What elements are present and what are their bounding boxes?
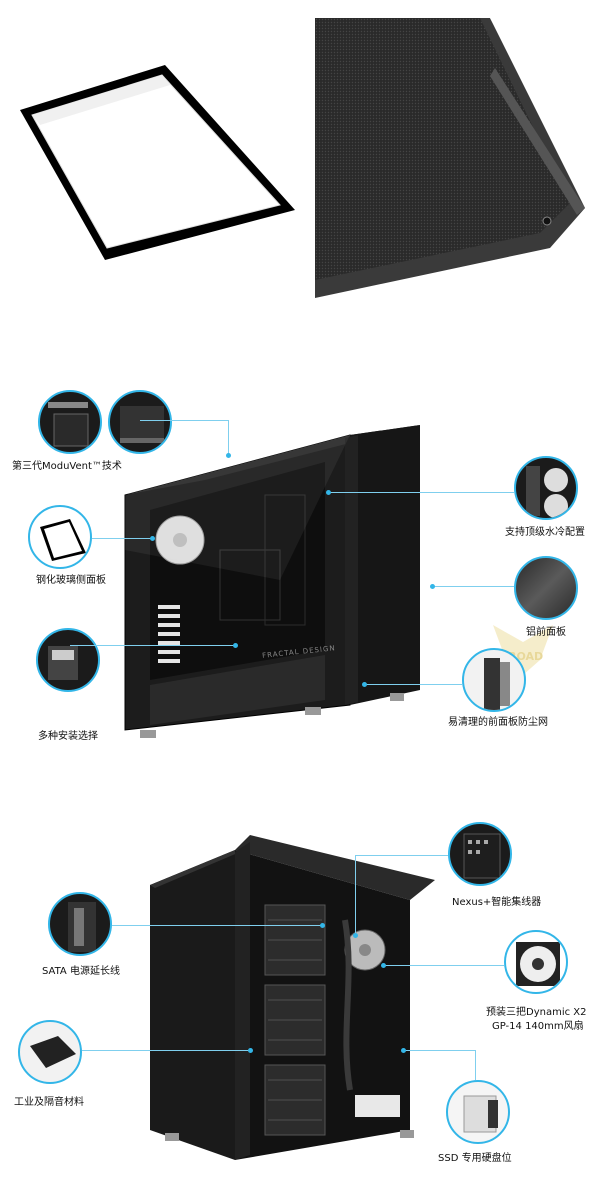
callout-moduvent-image [38, 390, 102, 454]
label-sata: SATA 电源延长线 [42, 966, 120, 977]
leader-dot [401, 1048, 406, 1053]
callout-glass-image [28, 505, 92, 569]
callout-radiator-image [514, 456, 578, 520]
leader-dot [430, 584, 435, 589]
callout-nexus-image [448, 822, 512, 886]
label-mounting: 多种安装选择 [38, 731, 98, 742]
label-ssd: SSD 专用硬盘位 [438, 1153, 512, 1164]
leader-line [355, 855, 356, 935]
label-moduvent: 第三代ModuVent™技术 [12, 461, 122, 472]
leader-dot [353, 933, 358, 938]
leader-dot [320, 923, 325, 928]
leader-dot [226, 453, 231, 458]
case-front-image [124, 425, 420, 738]
callout-fans-image [504, 930, 568, 994]
label-glass: 钢化玻璃侧面板 [36, 575, 106, 586]
label-radiator: 支持顶级水冷配置 [505, 527, 585, 538]
leader-dot [233, 643, 238, 648]
leader-line [92, 538, 152, 539]
callout-sound-image [18, 1020, 82, 1084]
callout-moduvent-image-2 [108, 390, 172, 454]
callout-mounting-image [36, 628, 100, 692]
callout-ssd-image [446, 1080, 510, 1144]
leader-line [366, 684, 462, 685]
leader-dot [381, 963, 386, 968]
section-front-view: FRACTAL DESIGN ROAD 第三代ModuVent™技术 钢化玻璃侧… [0, 370, 600, 760]
leader-line [112, 925, 322, 926]
leader-line [330, 492, 514, 493]
section-rear-view: SATA 电源延长线 工业及隔音材料 Nexus+智能集线器 预装三把Dynam… [0, 800, 600, 1200]
leader-line [70, 645, 235, 646]
leader-line [405, 1050, 475, 1051]
leader-dot [248, 1048, 253, 1053]
case-rear-image [150, 835, 435, 1160]
callout-aluminium-image [514, 556, 578, 620]
leader-dot [362, 682, 367, 687]
leader-dot [150, 536, 155, 541]
leader-line [140, 420, 228, 421]
leader-line [385, 965, 504, 966]
callout-dustfilter-image [462, 648, 526, 712]
label-dustfilter: 易清理的前面板防尘网 [448, 717, 548, 728]
leader-line [434, 586, 514, 587]
leader-line [355, 855, 448, 856]
leader-line [82, 1050, 250, 1051]
callout-sata-image [48, 892, 112, 956]
tempered-glass-panel-image [20, 65, 295, 260]
label-sound: 工业及隔音材料 [14, 1097, 84, 1108]
section-panels [0, 0, 600, 330]
mesh-panel-closeup-image [315, 18, 595, 322]
label-aluminium: 铝前面板 [526, 627, 566, 638]
leader-line [228, 420, 229, 455]
label-nexus: Nexus+智能集线器 [452, 897, 542, 908]
leader-line [475, 1050, 476, 1080]
label-fans-line2: GP-14 140mm风扇 [492, 1021, 584, 1032]
label-fans-line1: 预装三把Dynamic X2 [486, 1007, 587, 1018]
leader-dot [326, 490, 331, 495]
